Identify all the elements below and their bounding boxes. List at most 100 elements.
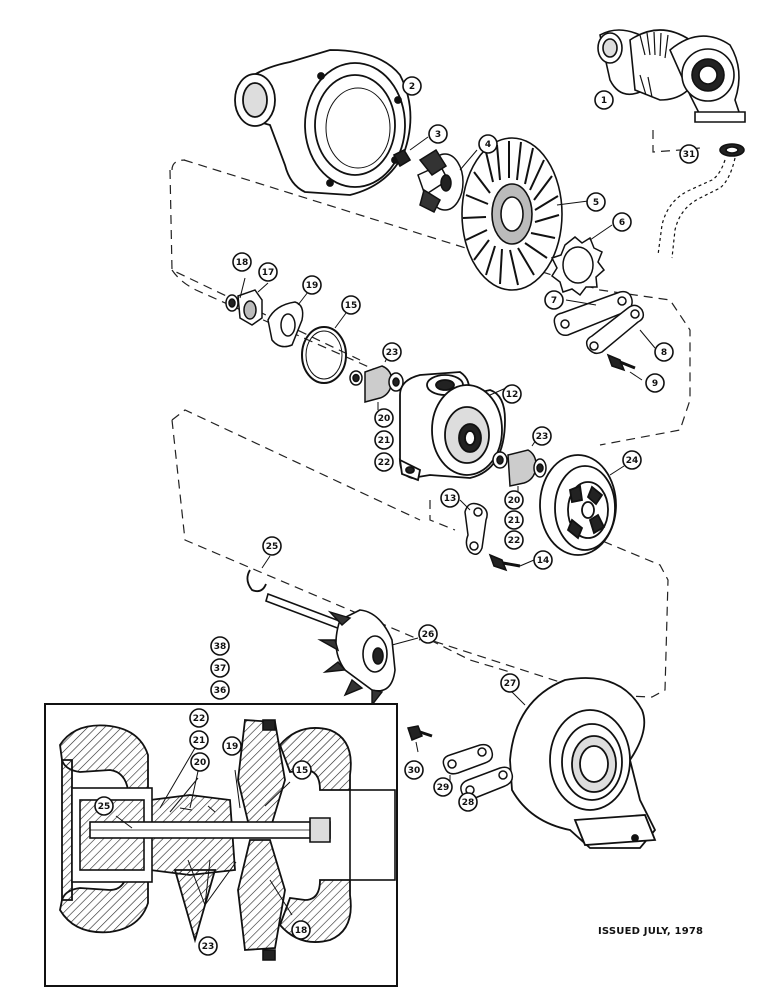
callout-c12: 12 [502,384,522,404]
clamp-lower [459,499,535,572]
callout-circle [612,212,632,232]
callout-c7: 7 [544,290,564,310]
callout-c29: 29 [433,777,453,797]
callout-circle [418,624,438,644]
callout-number: 25 [266,542,279,552]
callout-circle [262,536,282,556]
callout-number: 23 [386,348,399,358]
lower-lock-plates [407,725,514,808]
callout-circle [374,452,394,472]
bearing-set-lower [492,436,547,493]
callout-number: 27 [504,679,517,689]
callout-c27: 27 [500,673,520,693]
callout-i18: 18 [291,920,311,940]
callout-c15: 15 [341,295,361,315]
callout-number: 19 [226,742,239,752]
callout-c6: 6 [612,212,632,232]
callout-circle [500,673,520,693]
seal-parts-upper [225,277,309,348]
callout-number: 20 [508,496,521,506]
callout-circle [440,488,460,508]
callout-c31: 31 [679,144,699,164]
callout-c23a: 23 [382,342,402,362]
callout-circle [189,708,209,728]
callout-i22: 22 [189,708,209,728]
callout-circle [302,275,322,295]
callout-number: 22 [508,536,521,546]
diffuser-plate [461,137,597,291]
callout-c25: 25 [262,536,282,556]
callout-number: 22 [378,458,391,468]
callout-circle [94,796,114,816]
callout-circle [544,290,564,310]
callout-circle [402,76,422,96]
callout-circle [374,430,394,450]
callout-number: 21 [508,516,521,526]
callout-number: 20 [194,758,207,768]
callout-circle [189,730,209,750]
callout-circle [586,192,606,212]
callout-circle [374,408,394,428]
callout-number: 28 [462,798,475,808]
callout-number: 17 [262,268,275,278]
callout-i20: 20 [190,752,210,772]
callout-c19: 19 [302,275,322,295]
callout-c21a: 21 [374,430,394,450]
callout-number: 5 [593,198,599,208]
callout-number: 22 [193,714,206,724]
callout-c36: 36 [210,680,230,700]
callout-circle [291,920,311,940]
callout-circle [382,342,402,362]
callout-number: 38 [214,642,227,652]
callout-i23: 23 [198,936,218,956]
callout-i25: 25 [94,796,114,816]
callout-c21b: 21 [504,510,524,530]
callout-circle [210,636,230,656]
callout-c17: 17 [258,262,278,282]
callout-circle [654,342,674,362]
callout-c26: 26 [418,624,438,644]
callout-number: 21 [378,436,391,446]
callout-number: 2 [409,82,415,92]
callout-number: 18 [295,926,308,936]
callout-circle [533,550,553,570]
callout-c22a: 22 [374,452,394,472]
center-housing [398,371,507,482]
compressor-wheel [417,148,478,214]
callout-c20b: 20 [504,490,524,510]
callout-c24: 24 [622,450,642,470]
callout-circle [190,752,210,772]
callout-circle [504,510,524,530]
turbocharger-assembly [597,29,746,259]
callout-number: 24 [626,456,639,466]
compressor-housing [234,49,412,196]
callout-circle [210,658,230,678]
callout-circle [341,295,361,315]
callout-circle [502,384,522,404]
callout-circle [404,760,424,780]
bearing-set-upper [349,351,404,410]
callout-number: 37 [214,664,227,674]
callout-i19: 19 [222,736,242,756]
callout-c37: 37 [210,658,230,678]
callout-number: 29 [437,783,450,793]
callout-number: 4 [485,140,491,150]
callout-circle [222,736,242,756]
callout-number: 6 [619,218,625,228]
callout-number: 31 [683,150,696,160]
callout-i21: 21 [189,730,209,750]
callout-c5: 5 [586,192,606,212]
callout-number: 18 [236,258,249,268]
callout-number: 19 [306,281,319,291]
callout-circle [594,90,614,110]
callout-c28: 28 [458,792,478,812]
callout-c1: 1 [594,90,614,110]
turbine-backplate [539,454,625,556]
lock-ring [550,224,613,297]
callout-number: 36 [214,686,227,696]
callout-circle [458,792,478,812]
callout-number: 1 [601,96,607,106]
callout-c30: 30 [404,760,424,780]
callout-number: 21 [193,736,206,746]
